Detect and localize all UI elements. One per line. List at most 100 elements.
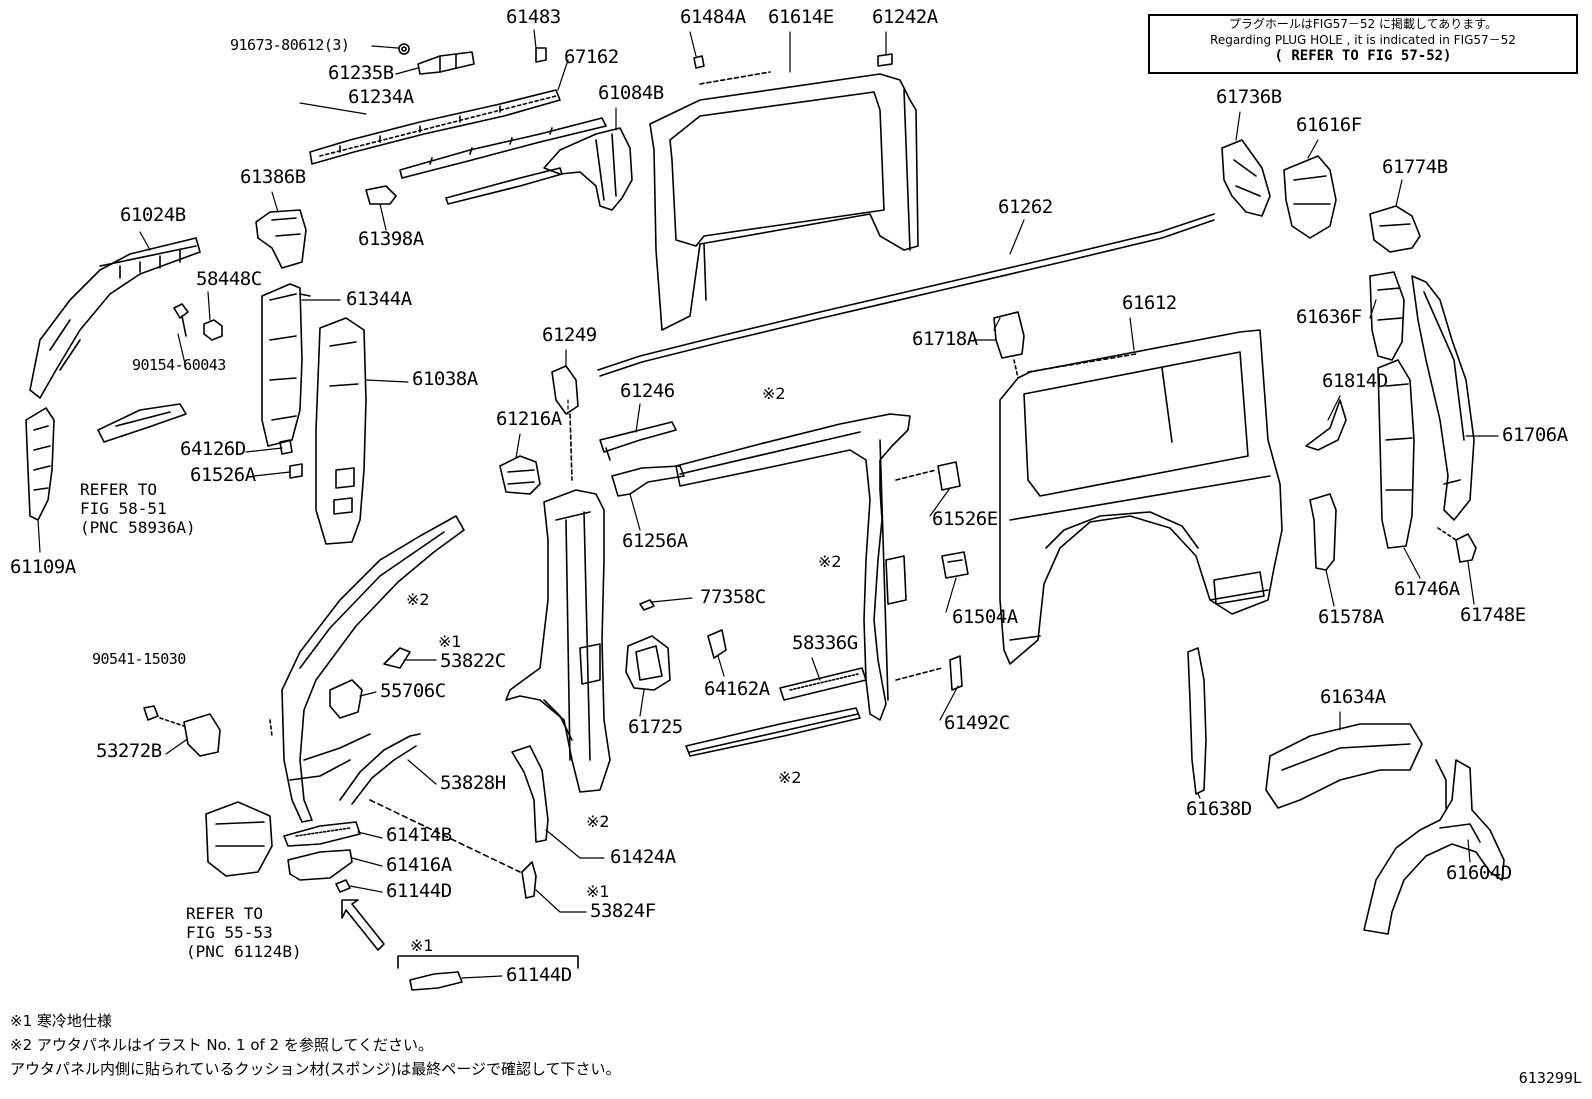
note-mark-m2_b: ※2 (406, 590, 430, 609)
notice-line-ref: ( REFER TO FIG 57-52) (1274, 48, 1452, 64)
note-mark-m2_e: ※2 (586, 812, 610, 831)
part-61084B (445, 127, 633, 211)
part-label-p64162A: 64162A (704, 678, 770, 700)
part-61736B (1221, 139, 1271, 217)
part-label-p55706C: 55706C (380, 680, 446, 702)
part-label-p58336G: 58336G (792, 632, 858, 654)
part-61234A (309, 89, 561, 165)
part-label-p58448C: 58448C (196, 268, 262, 290)
part-label-p90154: 90154-60043 (132, 356, 226, 374)
part-61636F (1369, 271, 1405, 361)
note-mark-m1_a: ※1 (438, 632, 462, 651)
part-61526A (289, 463, 303, 479)
part-61774B (1369, 205, 1421, 253)
footnote-fn3: アウタパネル内側に貼られているクッション材(スポンジ)は最終ページで確認して下さ… (10, 1060, 621, 1078)
part-61414B (283, 821, 361, 847)
part-53822C (383, 647, 411, 669)
part-label-p61424A: 61424A (610, 846, 676, 868)
notice-line-jp: プラグホールはFIG57－52 に掲載してあります。 (1228, 17, 1498, 31)
part-61038A (315, 317, 367, 545)
part-label-p61256A: 61256A (622, 530, 688, 552)
part-55706C (329, 679, 363, 719)
part-label-p61636F: 61636F (1296, 306, 1362, 328)
part-label-p61416A: 61416A (386, 854, 452, 876)
part-label-p53828H: 53828H (440, 772, 506, 794)
part-label-p61748E: 61748E (1460, 604, 1526, 626)
part-arrow-indicator (341, 899, 385, 951)
part-61344A (261, 283, 311, 447)
part-61386B (255, 209, 307, 269)
part-label-p61084B: 61084B (598, 82, 664, 104)
part-b-pillar (505, 489, 611, 793)
part-61262 (597, 213, 1215, 377)
part-61109A (25, 407, 55, 521)
part-label-p61614E: 61614E (768, 6, 834, 28)
part-61242A (877, 53, 893, 67)
part-53272B (159, 713, 221, 757)
part-77358C (639, 599, 655, 611)
part-61604D (1363, 759, 1505, 935)
part-label-p91673: 91673-80612(3) (230, 36, 350, 54)
part-61578A (1309, 493, 1337, 571)
part-label-p61526E: 61526E (932, 508, 998, 530)
part-label-p61144D_1: 61144D (386, 880, 452, 902)
part-61024B (29, 237, 201, 399)
part-label-p61109A: 61109A (10, 556, 76, 578)
part-label-p61249: 61249 (542, 324, 597, 346)
part-front-door-frame (269, 515, 465, 823)
part-61616F (1283, 155, 1337, 239)
part-label-p61386B: 61386B (240, 166, 306, 188)
part-label-p53822C: 53822C (440, 650, 506, 672)
part-label-p61246: 61246 (620, 380, 675, 402)
part-61484A (693, 55, 705, 69)
part-label-p61038A: 61038A (412, 368, 478, 390)
part-label-p53272B: 53272B (96, 740, 162, 762)
footnote-fn1: ※1 寒冷地仕様 (10, 1012, 112, 1030)
part-61216A (499, 455, 541, 495)
part-label-p61144D_2: 61144D (506, 964, 572, 986)
part-label-p61634A: 61634A (1320, 686, 1386, 708)
part-lower-rocker (685, 707, 861, 757)
part-53824F (369, 799, 537, 899)
part-61814D (1305, 399, 1347, 451)
reference-ref2: REFER TO FIG 55-53 (PNC 61124B) (186, 904, 302, 961)
part-label-p61718A: 61718A (912, 328, 978, 350)
part-label-p90541: 90541-15030 (92, 650, 186, 668)
part-label-p61504A: 61504A (952, 606, 1018, 628)
note-mark-m1_b: ※1 (586, 882, 610, 901)
part-label-p61344A: 61344A (346, 288, 412, 310)
part-label-p61024B: 61024B (120, 204, 186, 226)
part-label-p61616F: 61616F (1296, 114, 1362, 136)
part-label-p61774B: 61774B (1382, 156, 1448, 178)
part-label-p61216A: 61216A (496, 408, 562, 430)
part-61612 (999, 329, 1283, 665)
part-61398A (365, 185, 397, 205)
part-label-p61814D: 61814D (1322, 370, 1388, 392)
notice-line-en: Regarding PLUG HOLE , it is indicated in… (1210, 33, 1516, 47)
part-58336G (779, 667, 867, 701)
part-61706A (1411, 275, 1475, 521)
part-label-p77358C: 77358C (700, 586, 766, 608)
figure-id: 613299L (1518, 1069, 1582, 1087)
part-label-p61578A: 61578A (1318, 606, 1384, 628)
part-67162 (399, 117, 607, 179)
part-label-p67162: 67162 (564, 46, 619, 68)
part-label-p61492C: 61492C (944, 712, 1010, 734)
part-label-p61235B: 61235B (328, 62, 394, 84)
part-label-p61242A: 61242A (872, 6, 938, 28)
part-label-p61706A: 61706A (1502, 424, 1568, 446)
part-90541-bolt (143, 705, 159, 721)
part-61124B-step (205, 801, 273, 877)
note-mark-m2_a: ※2 (762, 384, 786, 403)
part-label-p61526A: 61526A (190, 464, 256, 486)
part-61424A (511, 745, 549, 843)
part-61144D-b (397, 955, 579, 991)
part-label-p61736B: 61736B (1216, 86, 1282, 108)
part-label-p61483: 61483 (506, 6, 561, 28)
part-53828H (339, 733, 421, 805)
part-61725 (625, 635, 671, 691)
part-label-p61234A: 61234A (348, 86, 414, 108)
part-label-p61262: 61262 (998, 196, 1053, 218)
part-label-p61725: 61725 (628, 716, 683, 738)
